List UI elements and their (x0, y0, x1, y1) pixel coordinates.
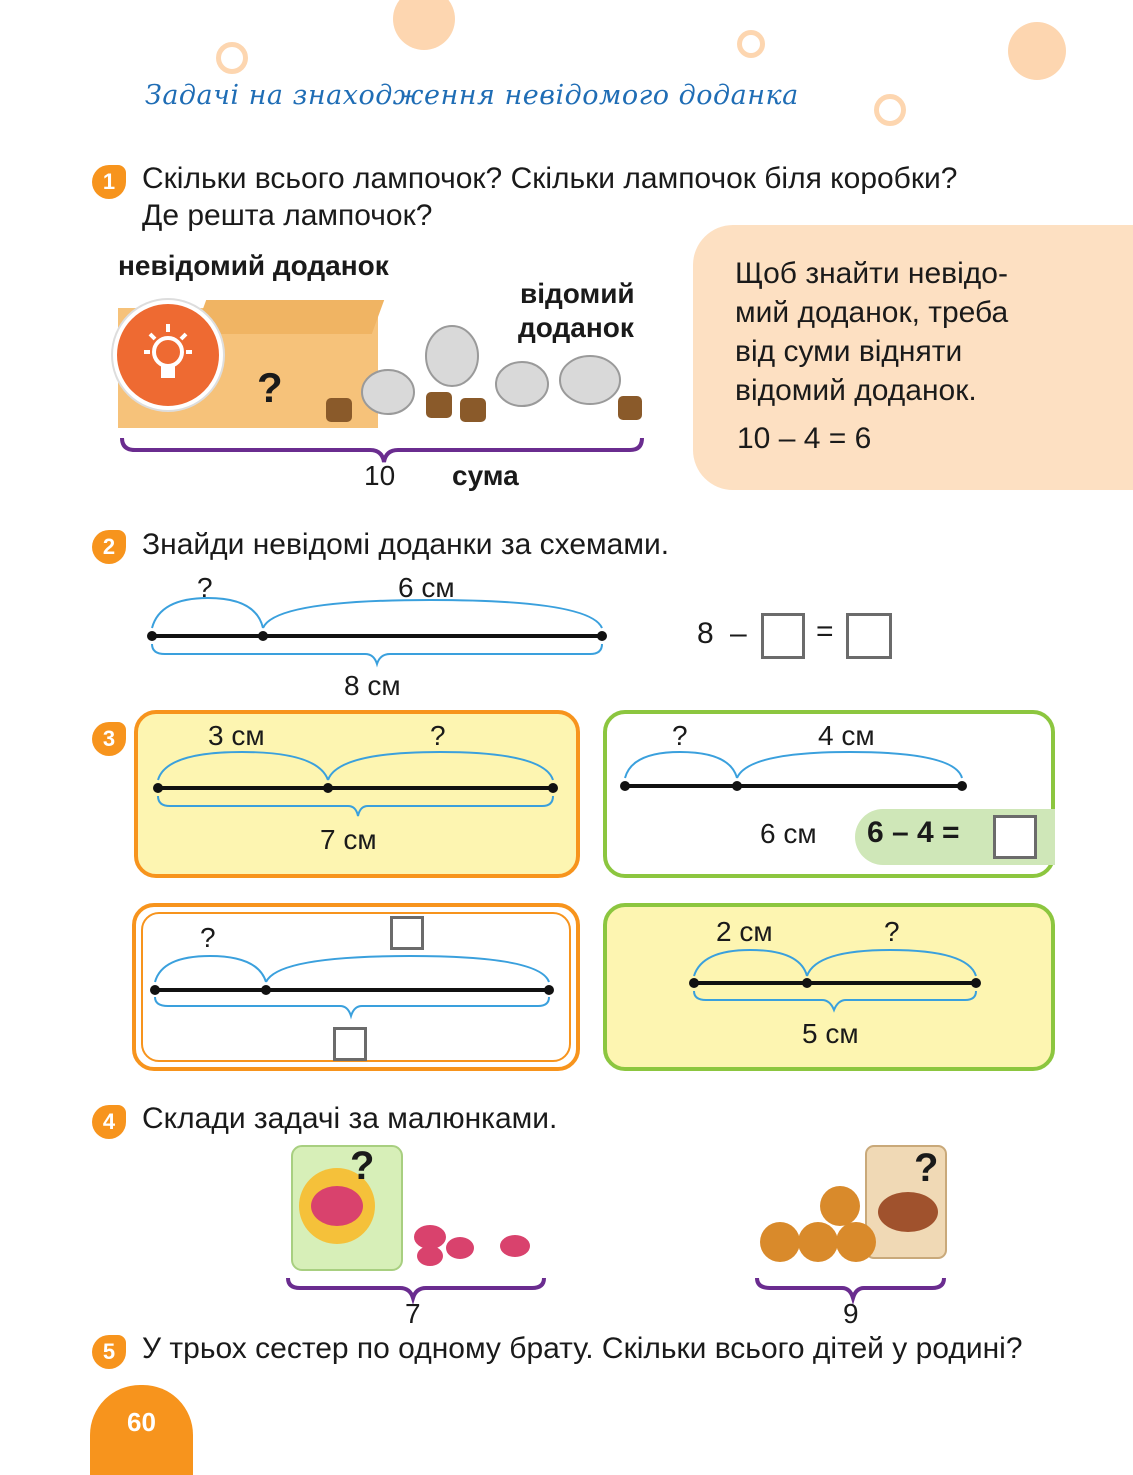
task4-text: Склади задачі за малюнками. (142, 1102, 558, 1135)
answer-box[interactable] (333, 1027, 367, 1061)
decor-ring (737, 30, 765, 58)
task5-text: У трьох сестер по одному брату. Скільки … (142, 1332, 1023, 1365)
unknown-addend-label: невідомий доданок (118, 250, 389, 281)
part-arc (262, 598, 603, 629)
decor-ring (216, 42, 248, 74)
segment-part-label: ? (672, 720, 688, 751)
candy-bag-icon (291, 1145, 403, 1271)
page-title: Задачі на знаходження невідомого доданка (145, 80, 799, 111)
candy-icon (414, 1225, 530, 1266)
candy-total: 7 (405, 1298, 421, 1329)
decor-ring (874, 94, 906, 126)
answer-box[interactable] (761, 613, 805, 659)
rule-line: від суми відняти (735, 335, 963, 368)
sum-value: 10 (364, 460, 396, 491)
segment-part-label: 3 см (208, 720, 265, 751)
segment-part-label: ? (197, 572, 213, 603)
task-number-badge-star: 5 (92, 1335, 126, 1369)
bulb-base (618, 396, 642, 420)
task2-text: Знайди невідомі доданки за схемами. (142, 528, 670, 561)
sum-label: сума (452, 460, 519, 491)
segment-total-label: 6 см (760, 818, 817, 849)
segment-total-label: 7 см (320, 824, 377, 855)
rule-line: відомий доданок. (735, 374, 977, 407)
segment-part-label: ? (200, 922, 216, 953)
rule-callout (693, 225, 1133, 490)
decor-circle (393, 0, 455, 50)
scheme-card-a (134, 710, 580, 878)
box-lid (193, 300, 385, 334)
rule-equation: 10 – 4 = 6 (737, 422, 872, 455)
task1-text-line1: Скільки всього лампочок? Скільки лампочо… (142, 162, 958, 195)
page-number: 60 (90, 1385, 193, 1475)
task-number-badge: 2 (92, 530, 126, 564)
task-number-badge: 3 (92, 722, 126, 756)
candy-question-mark: ? (350, 1144, 375, 1188)
answer-box[interactable] (993, 815, 1037, 859)
answer-box[interactable] (846, 613, 892, 659)
equation-equals: = (816, 615, 834, 648)
cookie-question-mark: ? (914, 1146, 939, 1190)
lightbulb-sticker-icon (113, 300, 223, 410)
task-number-badge: 1 (92, 165, 126, 199)
total-brace (755, 1277, 946, 1305)
sum-brace (120, 437, 644, 463)
rule-text: Щоб знайти невідо- мий доданок, треба ві… (735, 254, 1008, 410)
segment-part-label: ? (884, 916, 900, 947)
answer-box[interactable] (390, 916, 424, 950)
task1-text-line2: Де решта лампочок? (142, 199, 433, 232)
total-brace (151, 643, 603, 668)
box-question-mark: ? (257, 364, 283, 411)
total-brace (286, 1277, 546, 1305)
segment-part-label: ? (430, 720, 446, 751)
segment-total-label: 8 см (344, 670, 401, 701)
decor-circle (1008, 22, 1066, 80)
known-addend-label-1: відомий (520, 278, 635, 309)
segment-part-label: 4 см (818, 720, 875, 751)
segment-part-label: 2 см (716, 916, 773, 947)
cookie-icon (760, 1186, 876, 1262)
scheme-card-c-inner (141, 912, 571, 1062)
bulb-base (426, 392, 452, 418)
segment-part-label: 6 см (398, 572, 455, 603)
equation-text: 6 – 4 = (867, 816, 960, 849)
known-addend-label-2: доданок (518, 312, 634, 343)
rule-line: мий доданок, треба (735, 296, 1009, 329)
equation-minus: – (730, 617, 747, 650)
rule-line: Щоб знайти невідо- (735, 257, 1008, 290)
task-number-badge: 4 (92, 1105, 126, 1139)
cookie-total: 9 (843, 1298, 859, 1329)
equation-minuend: 8 (697, 617, 714, 650)
bulb-base (460, 398, 486, 422)
segment-total-label: 5 см (802, 1018, 859, 1049)
